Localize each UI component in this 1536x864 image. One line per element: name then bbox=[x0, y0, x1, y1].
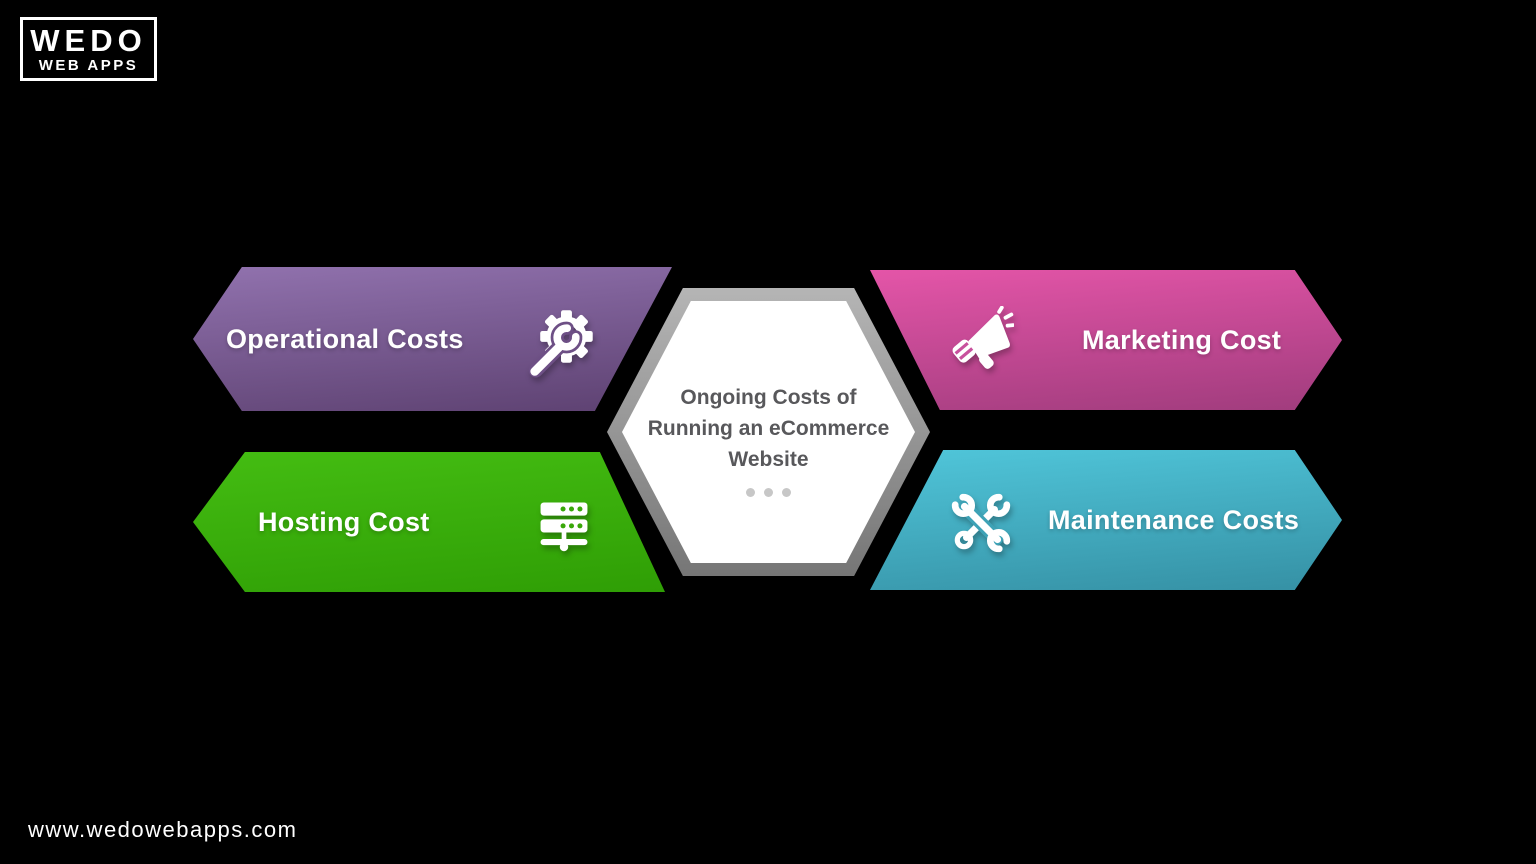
ellipsis-dot bbox=[782, 487, 791, 497]
hexagon-title-line2: Running an eCommerce bbox=[647, 416, 890, 440]
banner-operational-costs: Operational Costs bbox=[193, 267, 672, 411]
megaphone-icon bbox=[952, 306, 1014, 369]
operational-costs-label: Operational Costs bbox=[226, 323, 464, 354]
maintenance-costs-label: Maintenance Costs bbox=[1048, 504, 1300, 535]
hexagon-title: Ongoing Costs of Running an eCommerce We… bbox=[648, 382, 890, 475]
hexagon-title-line1: Ongoing Costs of bbox=[680, 385, 857, 409]
banner-maintenance-costs: Maintenance Costs bbox=[870, 450, 1342, 590]
crossed-wrenches-icon bbox=[951, 493, 1011, 553]
ellipsis-dot bbox=[746, 487, 755, 497]
website-url: www.wedowebapps.com bbox=[28, 817, 298, 842]
ellipsis-dot bbox=[764, 487, 773, 497]
hexagon-title-line3: Website bbox=[728, 447, 809, 471]
marketing-cost-label: Marketing Cost bbox=[1082, 324, 1282, 355]
banner-hosting-cost: Hosting Cost bbox=[193, 452, 665, 592]
ellipsis-dots bbox=[746, 487, 791, 497]
center-hexagon: Ongoing Costs of Running an eCommerce We… bbox=[607, 288, 930, 576]
center-hexagon-face: Ongoing Costs of Running an eCommerce We… bbox=[622, 301, 915, 563]
logo-text-wedo: WEDO bbox=[30, 22, 147, 58]
logo-text-webapps: WEB APPS bbox=[38, 56, 139, 74]
server-stack-icon bbox=[540, 502, 588, 552]
hosting-cost-label: Hosting Cost bbox=[258, 506, 430, 537]
brand-logo: WEDO WEB APPS bbox=[20, 17, 157, 81]
banner-marketing-cost: Marketing Cost bbox=[870, 270, 1342, 410]
gear-wrench-icon bbox=[528, 310, 593, 378]
